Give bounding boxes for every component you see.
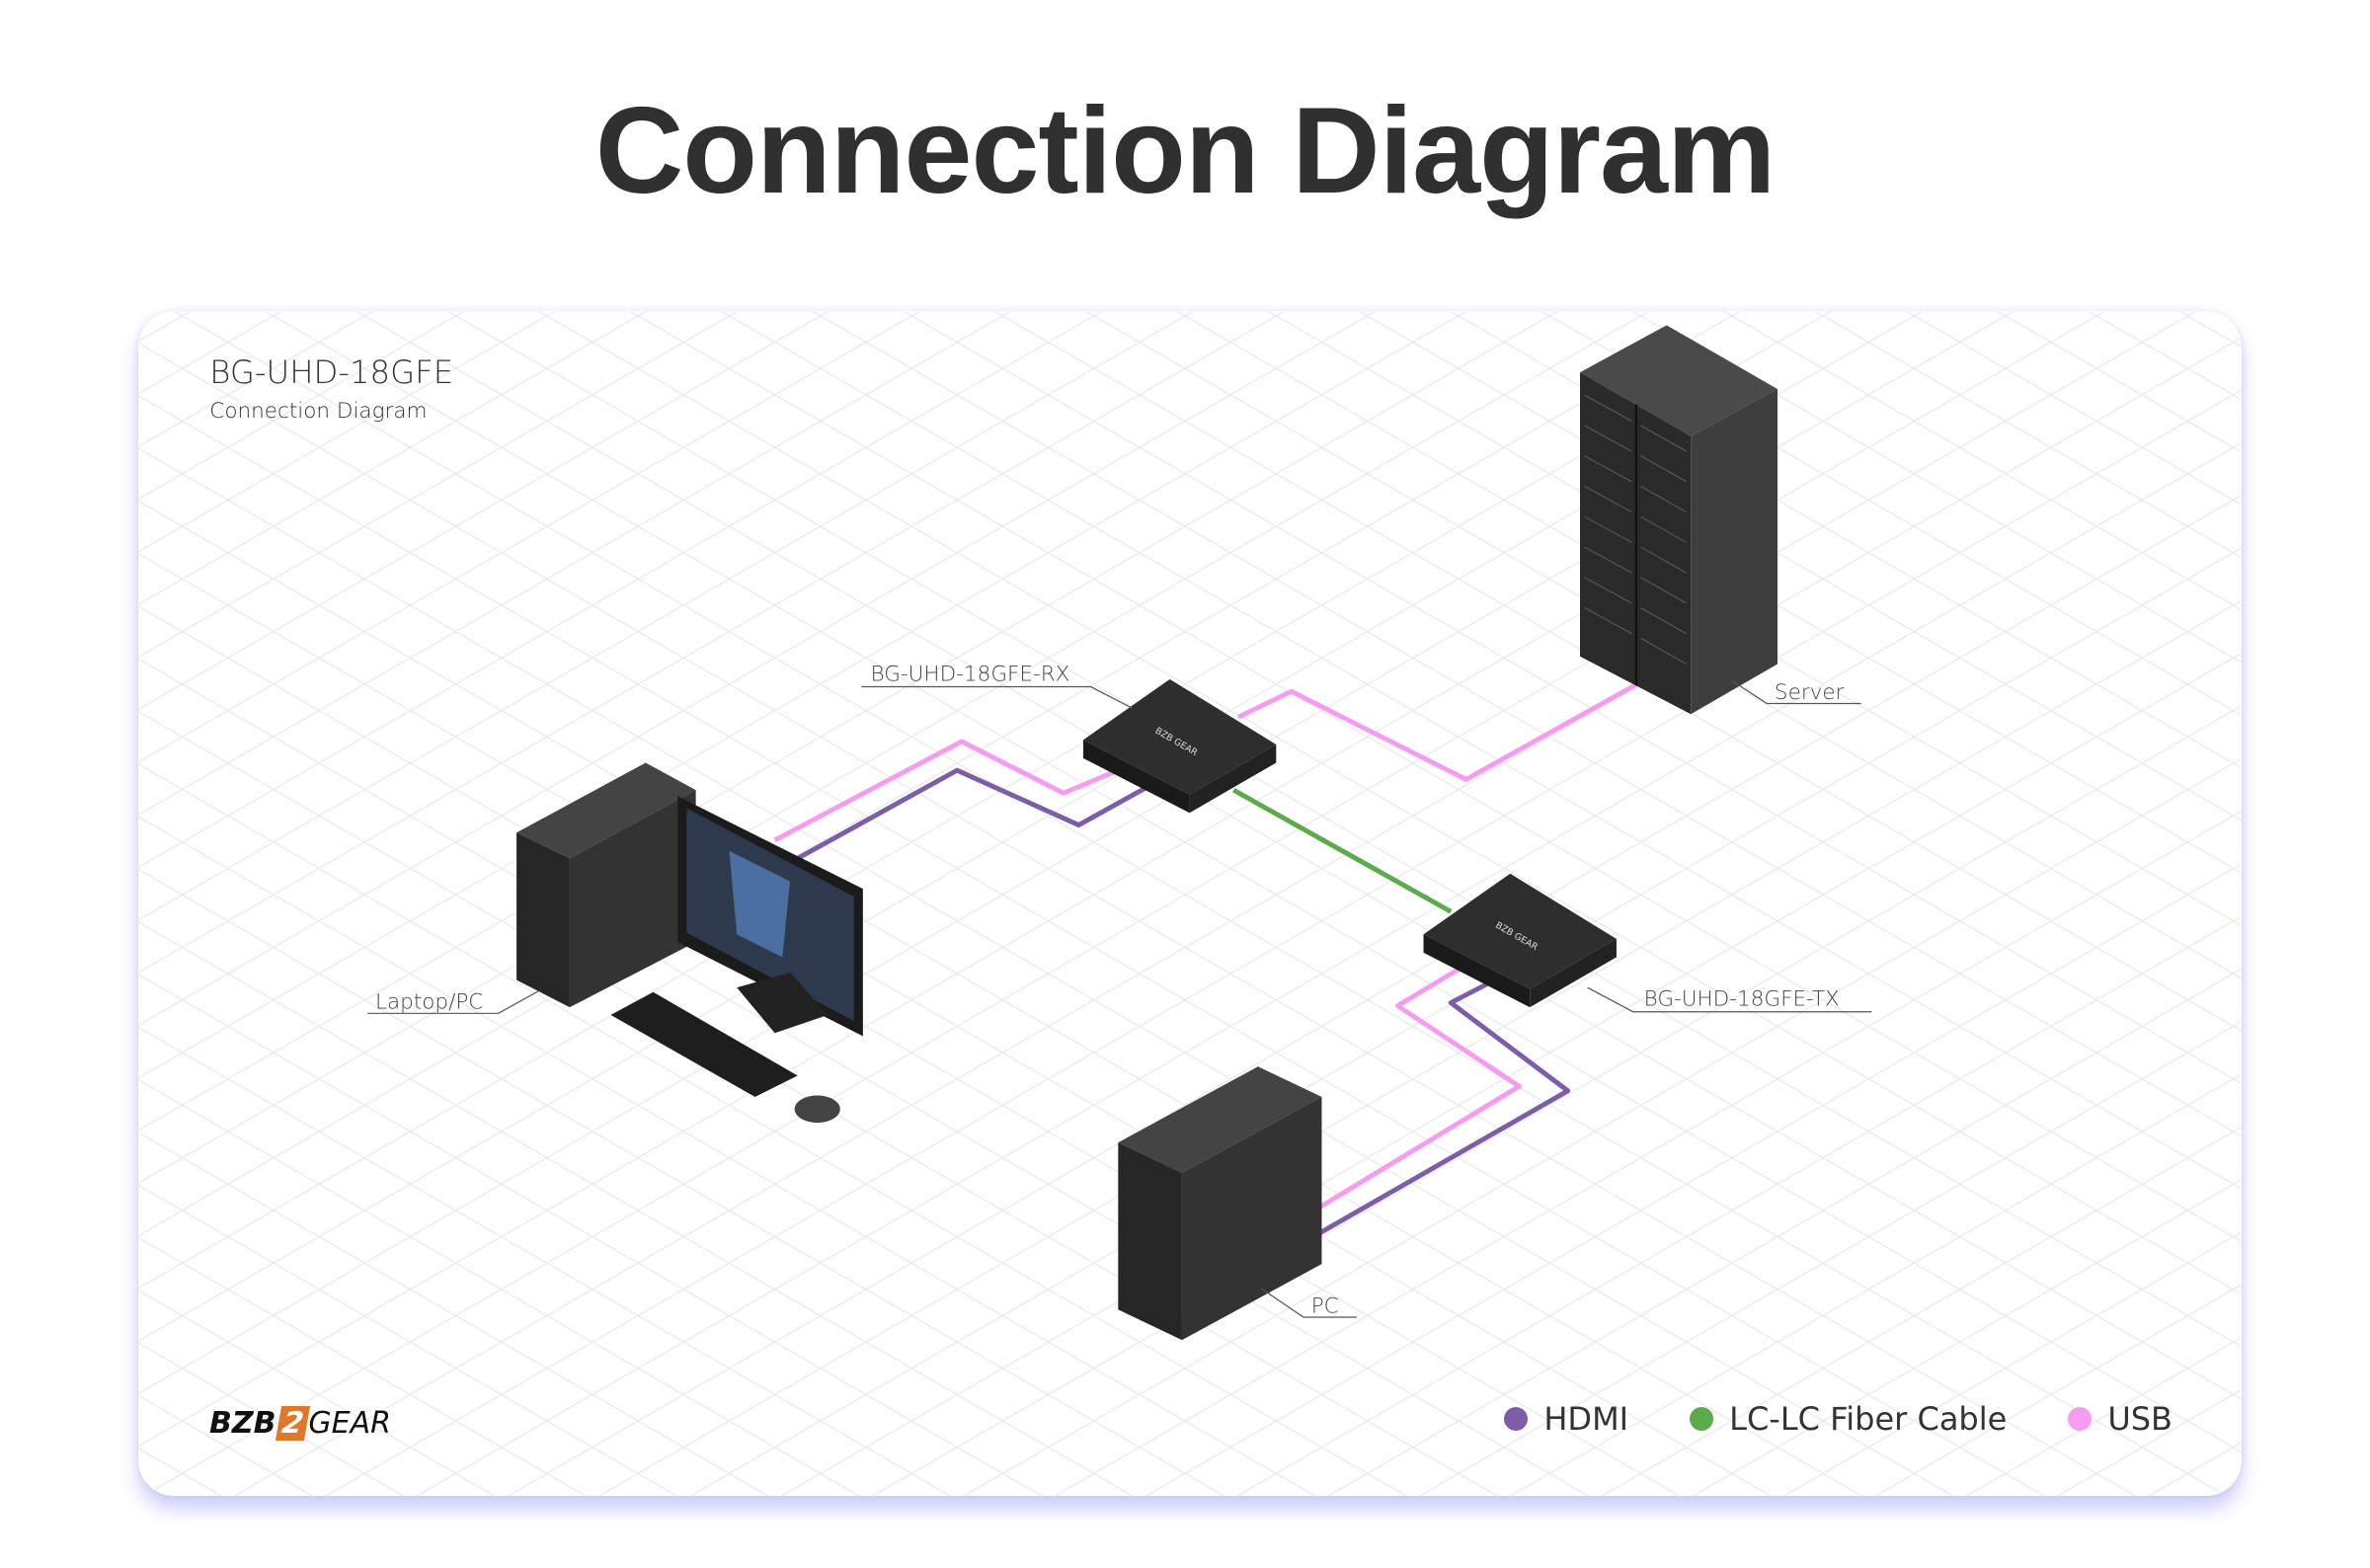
page-title: Connection Diagram <box>594 83 1777 219</box>
label-rx: BG-UHD-18GFE-RX <box>871 662 1070 686</box>
usb-cable-tx-pc <box>1317 967 1522 1211</box>
label-pc: PC <box>1311 1294 1339 1318</box>
label-server: Server <box>1775 680 1845 705</box>
legend-item-hdmi: HDMI <box>1504 1400 1628 1438</box>
logo-part3: GEAR <box>308 1406 391 1441</box>
pc-tower-image <box>1118 1066 1322 1341</box>
usb-cable-rx-server <box>1236 681 1639 782</box>
usb-cable-laptop-rx <box>773 739 1138 843</box>
legend-item-usb: USB <box>2068 1400 2172 1438</box>
label-laptop: Laptop/PC <box>375 990 483 1015</box>
logo-part1: BZB <box>209 1406 276 1441</box>
bzbgear-logo: BZB 2 GEAR <box>209 1406 391 1441</box>
laptop-pc-image <box>516 762 863 1124</box>
hdmi-dot-icon <box>1504 1407 1529 1431</box>
legend-label: HDMI <box>1543 1400 1629 1438</box>
legend-item-fiber: LC-LC Fiber Cable <box>1690 1400 2007 1438</box>
usb-dot-icon <box>2068 1407 2093 1431</box>
tx-device-image: BZB GEAR <box>1423 873 1617 1008</box>
legend: HDMI LC-LC Fiber Cable USB <box>1504 1400 2172 1438</box>
fiber-dot-icon <box>1690 1407 1714 1431</box>
product-name: BG-UHD-18GFE <box>209 353 453 391</box>
logo-part2: 2 <box>275 1406 310 1441</box>
hdmi-cable-laptop-rx <box>796 767 1151 861</box>
legend-label: USB <box>2107 1400 2172 1438</box>
label-tx: BG-UHD-18GFE-TX <box>1644 987 1840 1012</box>
diagram-subtitle: Connection Diagram <box>209 399 427 424</box>
server-rack-image <box>1580 325 1778 715</box>
hdmi-cable-tx-pc <box>1317 979 1571 1236</box>
legend-label: LC-LC Fiber Cable <box>1729 1400 2008 1438</box>
fiber-cable-rx-tx <box>1232 788 1453 914</box>
